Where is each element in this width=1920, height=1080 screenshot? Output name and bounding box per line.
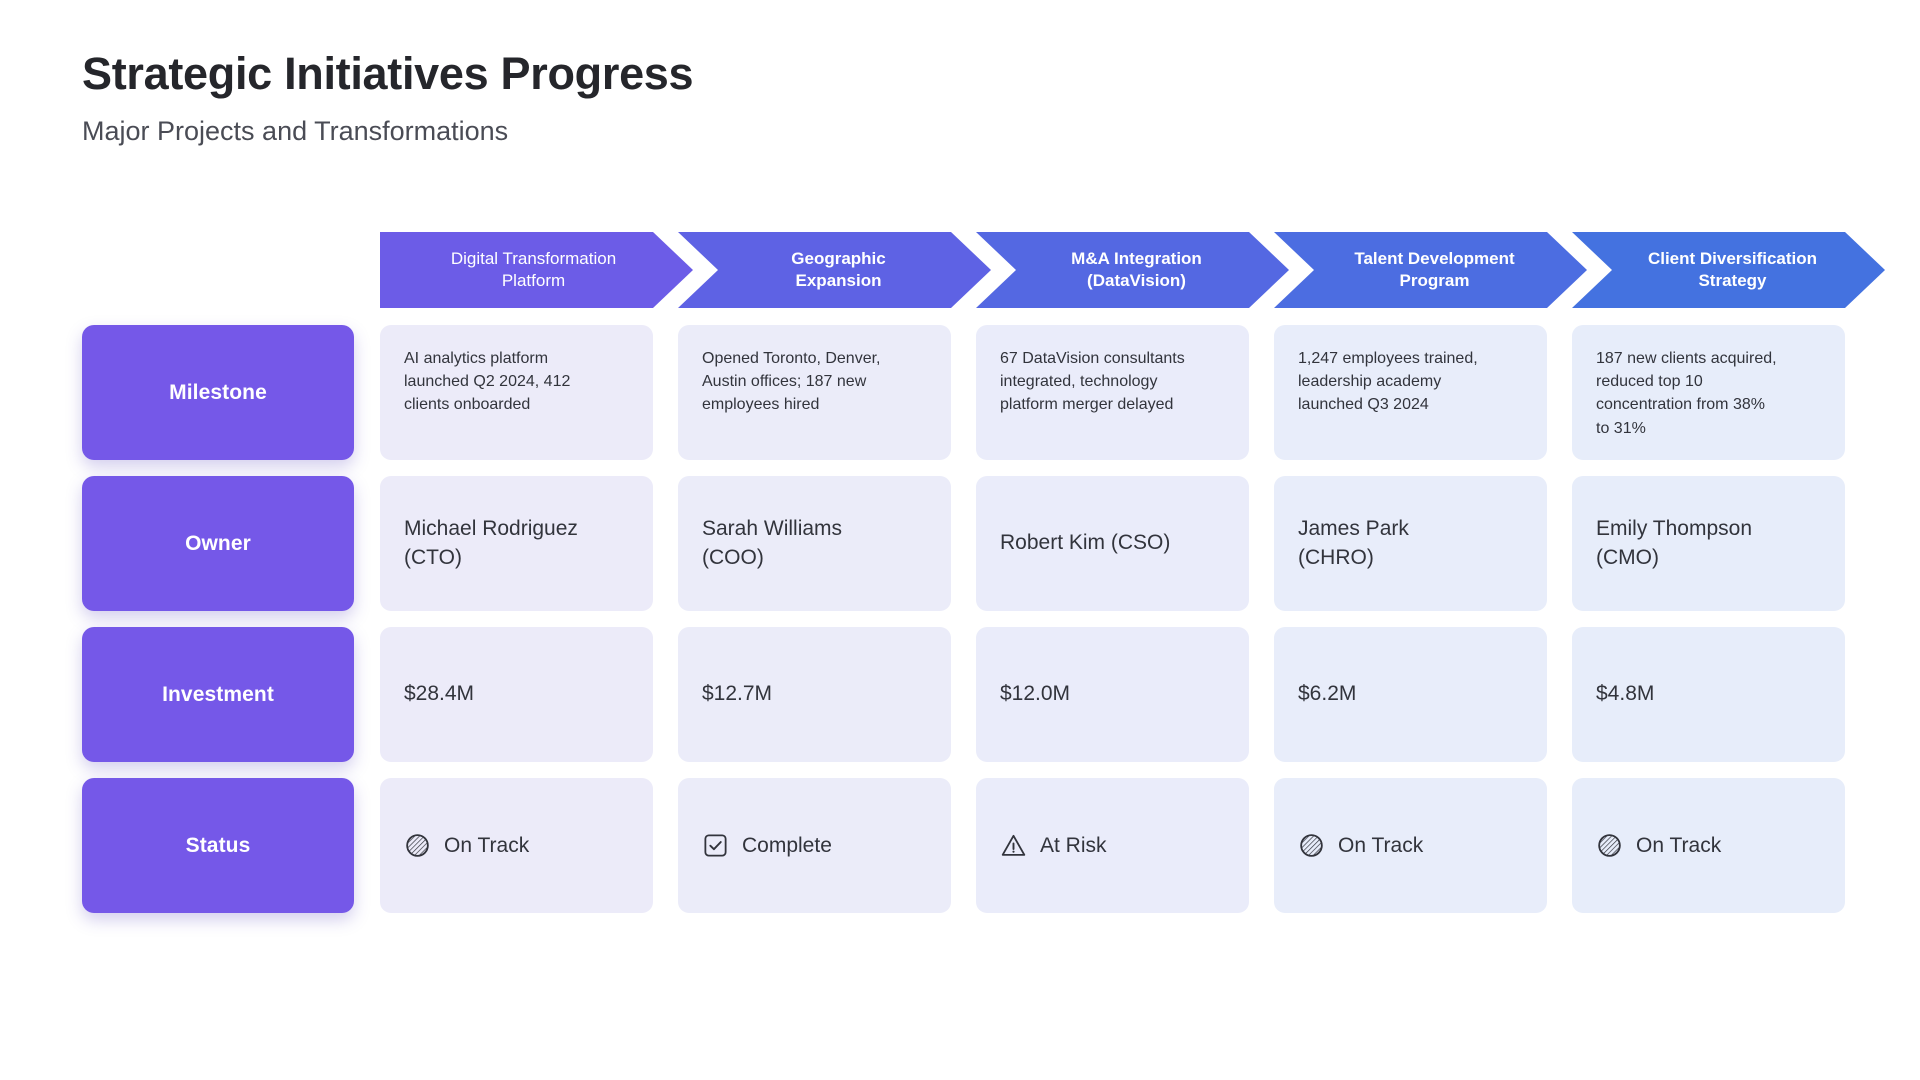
initiative-header-label: Talent Development Program [1354, 248, 1515, 290]
status-badge: Complete [702, 832, 927, 859]
cell-owner-3[interactable]: Robert Kim (CSO) [976, 476, 1249, 611]
status-badge: On Track [404, 832, 629, 859]
hatched-circle-icon [1300, 834, 1323, 857]
hatched-circle-icon [406, 834, 429, 857]
cell-status-4[interactable]: On Track [1274, 778, 1547, 913]
initiative-header-2[interactable]: Geographic Expansion [678, 232, 991, 308]
row-label-text: Owner [185, 531, 251, 555]
cell-status-3[interactable]: At Risk [976, 778, 1249, 913]
cell-text: Sarah Williams (COO) [702, 516, 843, 569]
cell-investment-5[interactable]: $4.8M [1572, 627, 1845, 762]
cell-text: $28.4M [404, 682, 475, 706]
row-label-investment[interactable]: Investment [82, 627, 354, 762]
cell-milestone-2[interactable]: Opened Toronto, Denver, Austin offices; … [678, 325, 951, 460]
cell-text: AI analytics platform launched Q2 2024, … [404, 350, 571, 414]
initiative-header-label: M&A Integration (DataVision) [1071, 248, 1202, 290]
row-label-status[interactable]: Status [82, 778, 354, 913]
cell-owner-5[interactable]: Emily Thompson (CMO) [1572, 476, 1845, 611]
cell-text: 1,247 employees trained, leadership acad… [1298, 350, 1478, 414]
status-badge: On Track [1298, 832, 1523, 859]
status-label: On Track [444, 833, 530, 857]
row-label-text: Status [185, 833, 251, 857]
initiative-header-5[interactable]: Client Diversification Strategy [1572, 232, 1885, 308]
row-label-text: Milestone [169, 380, 267, 404]
row-label-text: Investment [162, 682, 274, 706]
initiative-header-3[interactable]: M&A Integration (DataVision) [976, 232, 1289, 308]
page-title: Strategic Initiatives Progress [82, 48, 694, 99]
cell-status-1[interactable]: On Track [380, 778, 653, 913]
cell-investment-2[interactable]: $12.7M [678, 627, 951, 762]
status-badge: On Track [1596, 832, 1821, 859]
hatched-circle-icon [1598, 834, 1621, 857]
cell-owner-4[interactable]: James Park (CHRO) [1274, 476, 1547, 611]
cell-text: Opened Toronto, Denver, Austin offices; … [702, 350, 881, 414]
cell-text: 187 new clients acquired, reduced top 10… [1596, 350, 1777, 437]
cell-text: Emily Thompson (CMO) [1596, 516, 1753, 569]
warning-triangle-icon [1001, 834, 1026, 856]
row-label-owner[interactable]: Owner [82, 476, 354, 611]
status-label: Complete [742, 833, 832, 857]
cell-investment-4[interactable]: $6.2M [1274, 627, 1547, 762]
page-subtitle: Major Projects and Transformations [82, 116, 509, 146]
initiative-header-row: Digital Transformation Platform Geographi… [0, 232, 1920, 308]
initiative-header-label: Digital Transformation Platform [450, 248, 617, 290]
initiative-header-label: Client Diversification Strategy [1647, 248, 1818, 290]
row-label-milestone[interactable]: Milestone [82, 325, 354, 460]
cell-text: $12.0M [1000, 682, 1071, 706]
checkbox-checked-icon [704, 834, 727, 857]
cell-status-2[interactable]: Complete [678, 778, 951, 913]
initiative-header-4[interactable]: Talent Development Program [1274, 232, 1587, 308]
cell-text: Michael Rodriguez (CTO) [404, 516, 578, 569]
cell-milestone-1[interactable]: AI analytics platform launched Q2 2024, … [380, 325, 653, 460]
cell-milestone-3[interactable]: 67 DataVision consultants integrated, te… [976, 325, 1249, 460]
cell-text: James Park (CHRO) [1298, 516, 1409, 569]
status-label: On Track [1636, 833, 1722, 857]
cell-investment-3[interactable]: $12.0M [976, 627, 1249, 762]
cell-text: $12.7M [702, 682, 773, 706]
initiative-header-1[interactable]: Digital Transformation Platform [380, 232, 693, 308]
status-label: On Track [1338, 833, 1424, 857]
cell-milestone-4[interactable]: 1,247 employees trained, leadership acad… [1274, 325, 1547, 460]
cell-text: 67 DataVision consultants integrated, te… [1000, 350, 1185, 414]
cell-text: $4.8M [1596, 682, 1655, 706]
cell-milestone-5[interactable]: 187 new clients acquired, reduced top 10… [1572, 325, 1845, 460]
cell-text: $6.2M [1298, 682, 1357, 706]
initiative-header-label: Geographic Expansion [791, 248, 886, 290]
cell-text: Robert Kim (CSO) [1000, 531, 1171, 555]
cell-status-5[interactable]: On Track [1572, 778, 1845, 913]
cell-owner-1[interactable]: Michael Rodriguez (CTO) [380, 476, 653, 611]
status-label: At Risk [1040, 833, 1107, 857]
cell-owner-2[interactable]: Sarah Williams (COO) [678, 476, 951, 611]
status-badge: At Risk [1000, 832, 1225, 859]
cell-investment-1[interactable]: $28.4M [380, 627, 653, 762]
